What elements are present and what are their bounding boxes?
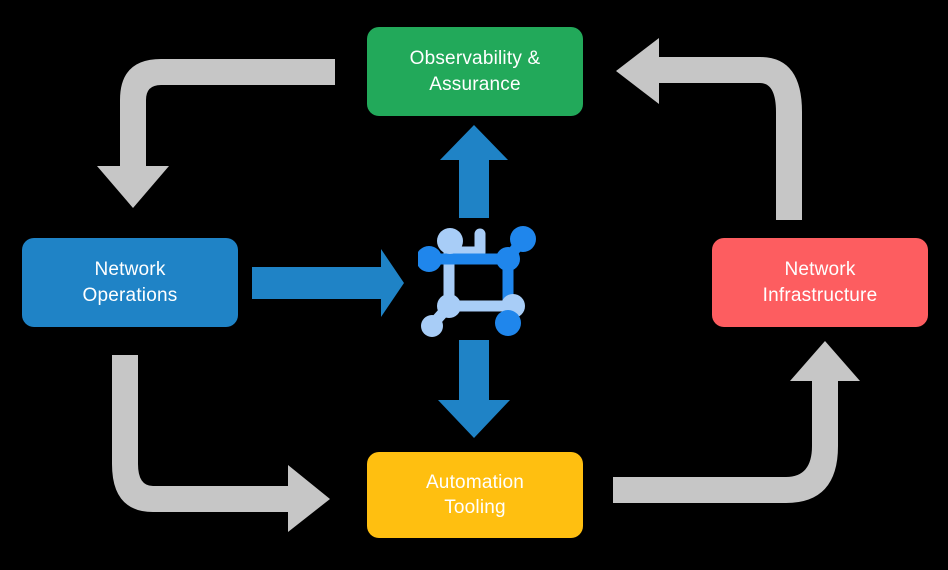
- arrow-infrastructure-to-observability: [616, 38, 802, 220]
- node-observability-assurance[interactable]: Observability & Assurance: [367, 27, 583, 116]
- arrow-center-to-automation: [438, 340, 510, 438]
- node-operations-label: Network Operations: [82, 259, 178, 306]
- node-infrastructure-label: Network Infrastructure: [762, 259, 878, 306]
- node-network-operations[interactable]: Network Operations: [22, 238, 238, 327]
- topology-light-nodes: [421, 228, 525, 337]
- topology-dark-nodes: [418, 226, 536, 336]
- arrow-automation-to-infrastructure: [613, 341, 860, 503]
- node-observability-label: Observability & Assurance: [409, 48, 541, 95]
- arrow-observability-to-operations: [97, 59, 335, 208]
- network-topology-icon: [418, 226, 536, 337]
- node-automation-label: Automation Tooling: [425, 471, 525, 518]
- arrow-center-to-observability: [440, 125, 508, 218]
- arrow-operations-to-center: [252, 249, 404, 317]
- arrow-operations-to-automation: [112, 355, 330, 532]
- node-automation-tooling[interactable]: Automation Tooling: [367, 452, 583, 538]
- node-network-infrastructure[interactable]: Network Infrastructure: [712, 238, 928, 327]
